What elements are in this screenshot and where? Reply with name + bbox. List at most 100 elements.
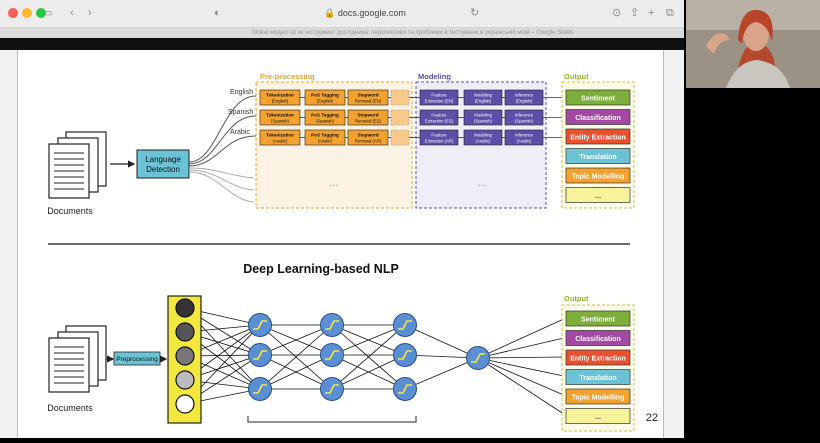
output-box: [565, 148, 631, 164]
documents-stack-bottom: [48, 325, 107, 393]
edge: [259, 324, 333, 356]
browser-toolbar: ▭ ‹ › ◐ 🔒 docs.google.com ↻ ⊙ ⇪ + ⧉: [0, 0, 684, 28]
tab-title[interactable]: Мовні моделі Ш як інструмент дослідника:…: [252, 30, 574, 36]
hidden-neurons: [248, 313, 490, 401]
documents-stack-top: [48, 131, 107, 199]
input-neuron: [175, 322, 195, 342]
output-label: Topic Modelling: [572, 174, 625, 181]
output-label: Topic Modelling: [572, 395, 625, 402]
documents-label-bottom: Documents: [47, 403, 93, 413]
zoom-window-button[interactable]: [36, 8, 46, 18]
activation-icon: [398, 384, 412, 394]
network-edges: [184, 307, 567, 416]
edge: [477, 337, 567, 359]
language-english: English: [230, 89, 253, 96]
step-sub-feat: Extraction (AR): [425, 139, 454, 144]
output-box: [565, 310, 631, 327]
activation-icon: [253, 320, 267, 330]
step-sub-tok: (Spanish): [271, 119, 290, 124]
activation-icon: [325, 384, 339, 394]
output-box: [565, 167, 631, 184]
step-label-inf: Inference: [515, 113, 534, 118]
output-box: [565, 187, 631, 203]
language-detection-line1: Language: [145, 155, 181, 164]
output-label: Sentiment: [581, 96, 616, 103]
preprocessing-ellipsis: ...: [329, 177, 338, 189]
activation-icon: [253, 384, 267, 394]
edge: [477, 317, 567, 359]
input-neuron: [175, 346, 195, 366]
step-box-more: [390, 89, 410, 106]
presenter-video: [686, 0, 820, 88]
preprocessing-label-bottom: Preprocessing: [116, 356, 158, 363]
step-sub-inf: (Spanish): [515, 119, 534, 124]
tabs-overview-icon[interactable]: ⧉: [666, 7, 674, 19]
step-box-more: [390, 129, 410, 146]
edge: [331, 324, 406, 356]
modeling-ellipsis: ...: [477, 177, 486, 189]
slide-area: Documents Language Detection English Spa…: [0, 50, 684, 438]
new-tab-icon[interactable]: +: [648, 7, 655, 19]
edge: [477, 357, 567, 377]
back-icon[interactable]: ‹: [70, 7, 74, 19]
step-label-pos: PoS Tagging: [311, 93, 339, 98]
address-bar[interactable]: 🔒 docs.google.com: [310, 5, 420, 22]
output-box: [565, 349, 631, 366]
slides-toolbar: [0, 38, 684, 50]
reload-icon[interactable]: ↻: [470, 7, 480, 19]
input-neuron: [175, 394, 195, 414]
output-label: ...: [595, 414, 601, 421]
input-neuron: [175, 298, 195, 318]
language-detection-box: Language Detection: [136, 149, 190, 179]
step-sub-model: (English): [475, 99, 492, 104]
forward-icon[interactable]: ›: [88, 7, 92, 19]
output-box: [565, 408, 631, 424]
output-box: [565, 388, 631, 405]
output-title-top: Output: [564, 72, 589, 81]
close-window-button[interactable]: [8, 8, 18, 18]
step-label-stop: Stopword: [357, 113, 378, 118]
documents-label-top: Documents: [47, 206, 93, 216]
preprocessing-title: Pre-processing: [260, 72, 315, 81]
output-box: [565, 128, 631, 145]
language-spanish: Spanish: [228, 109, 253, 116]
input-neurons: [175, 298, 195, 414]
step-label-inf: Inference: [515, 93, 534, 98]
step-label-model: Modeling: [474, 113, 492, 118]
step-sub-stop: Removal (AR): [355, 139, 382, 144]
step-sub-feat: Extraction (ES): [425, 119, 454, 124]
minimize-window-button[interactable]: [22, 8, 32, 18]
step-label-stop: Stopword: [357, 93, 378, 98]
edge: [477, 357, 567, 397]
step-sub-tok: (Arabic): [273, 139, 288, 144]
input-neuron: [175, 370, 195, 390]
edge: [477, 357, 567, 416]
tab-bar: Мовні моделі Ш як інструмент дослідника:…: [0, 28, 684, 38]
step-label-pos: PoS Tagging: [311, 133, 339, 138]
step-label-feat: Feature: [431, 93, 447, 98]
step-label-model: Modeling: [474, 93, 492, 98]
step-label-tok: Tokenization: [266, 93, 294, 98]
step-sub-stop: Removal (EN): [355, 99, 382, 104]
preprocessing-box-bottom: Preprocessing: [113, 351, 161, 366]
step-sub-stop: Removal (ES): [355, 119, 382, 124]
sidebar-icon[interactable]: ▭: [42, 7, 53, 19]
step-label-stop: Stopword: [357, 133, 378, 138]
output-label: Sentiment: [581, 317, 616, 324]
share-icon[interactable]: ⇪: [630, 7, 640, 19]
output-box: [565, 109, 631, 125]
edge: [404, 357, 479, 390]
step-sub-pos: (Spanish): [316, 119, 335, 124]
lock-icon: 🔒: [324, 8, 336, 18]
step-label-model: Modeling: [474, 133, 492, 138]
output-label: Classification: [575, 336, 621, 343]
output-label: Entity Extraction: [570, 135, 626, 142]
step-label-inf: Inference: [515, 133, 534, 138]
edge: [331, 354, 406, 390]
slide-page: Documents Language Detection English Spa…: [17, 50, 664, 438]
download-icon[interactable]: ⊙: [612, 7, 622, 19]
step-label-tok: Tokenization: [266, 133, 294, 138]
step-label-feat: Feature: [431, 133, 447, 138]
activation-icon: [398, 320, 412, 330]
